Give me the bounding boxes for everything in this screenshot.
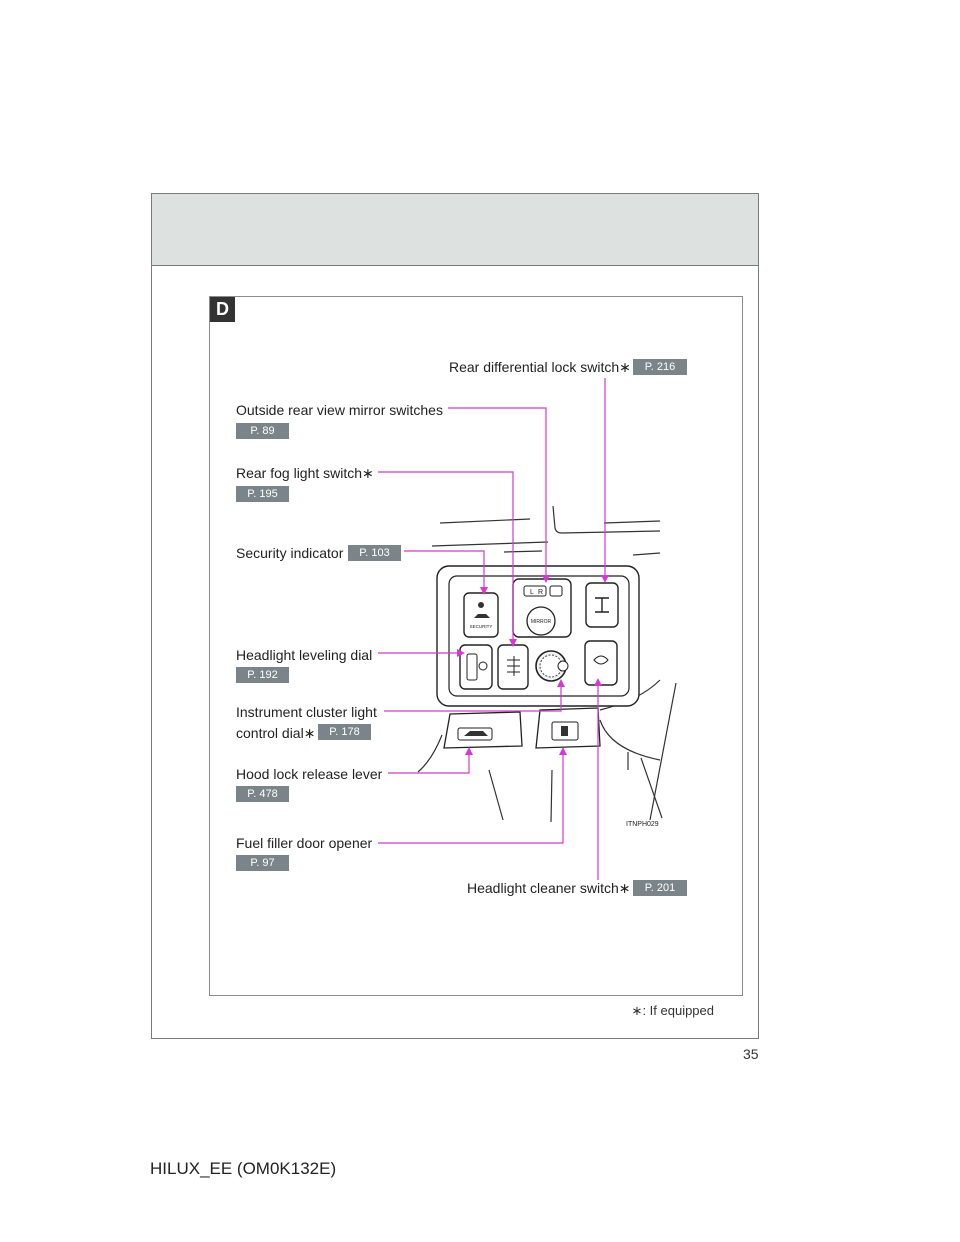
rear-diff-lock-page[interactable]: P. 216: [633, 359, 687, 375]
cluster-dial-page[interactable]: P. 178: [318, 724, 371, 740]
figure-code: ITNPH029: [626, 821, 659, 828]
headlight-cleaner-page[interactable]: P. 201: [633, 880, 687, 896]
page-frame: D ∗: If equipped: [151, 193, 759, 1039]
mirror-switch[interactable]: L R MIRROR: [512, 578, 572, 638]
fuel-filler-label: Fuel filler door opener: [236, 835, 373, 851]
hood-lock-lever[interactable]: [443, 711, 523, 749]
headlight-leveling-dial[interactable]: [459, 644, 493, 690]
fuel-filler-opener[interactable]: [535, 707, 601, 749]
fuel-filler-page[interactable]: P. 97: [236, 855, 289, 871]
page-number: 35: [743, 1046, 759, 1062]
rear-fog-page[interactable]: P. 195: [236, 486, 289, 502]
mirror-switches-label: Outside rear view mirror switches: [236, 402, 443, 418]
callout-lines: [378, 378, 606, 880]
rear-diff-lock-switch[interactable]: [585, 582, 619, 628]
mirror-r-label: R: [538, 589, 543, 596]
headlight-cleaner-label: Headlight cleaner switch∗: [467, 880, 631, 896]
mirror-dial-label: MIRROR: [531, 619, 552, 625]
cluster-dial-label-line2: control dial∗: [236, 725, 316, 741]
headlight-leveling-page[interactable]: P. 192: [236, 667, 289, 683]
footnote: ∗: If equipped: [631, 1003, 714, 1018]
rear-fog-label: Rear fog light switch∗: [236, 465, 374, 481]
mirror-switches-page[interactable]: P. 89: [236, 423, 289, 439]
hood-lock-page[interactable]: P. 478: [236, 786, 289, 802]
mirror-l-label: L: [530, 589, 534, 596]
hood-lock-label: Hood lock release lever: [236, 766, 383, 782]
header-band: [152, 194, 758, 266]
security-switch[interactable]: SECURITY: [463, 592, 499, 638]
callout-arrowheads: [457, 575, 609, 755]
section-letter: D: [210, 297, 235, 322]
headlight-cleaner-switch[interactable]: [584, 640, 618, 686]
cluster-dial-label-line1: Instrument cluster light: [236, 704, 377, 720]
headlight-leveling-label: Headlight leveling dial: [236, 647, 373, 663]
rear-diff-lock-label: Rear differential lock switch∗: [449, 359, 631, 375]
footer-code: HILUX_EE (OM0K132E): [150, 1159, 337, 1178]
illustration-box: D ∗: If equipped: [209, 296, 743, 1018]
security-indicator-label: Security indicator: [236, 545, 344, 561]
security-indicator-page[interactable]: P. 103: [348, 545, 401, 561]
security-switch-label: SECURITY: [470, 624, 493, 629]
instrument-cluster-dial[interactable]: [535, 650, 569, 682]
rear-fog-switch[interactable]: [497, 644, 529, 690]
